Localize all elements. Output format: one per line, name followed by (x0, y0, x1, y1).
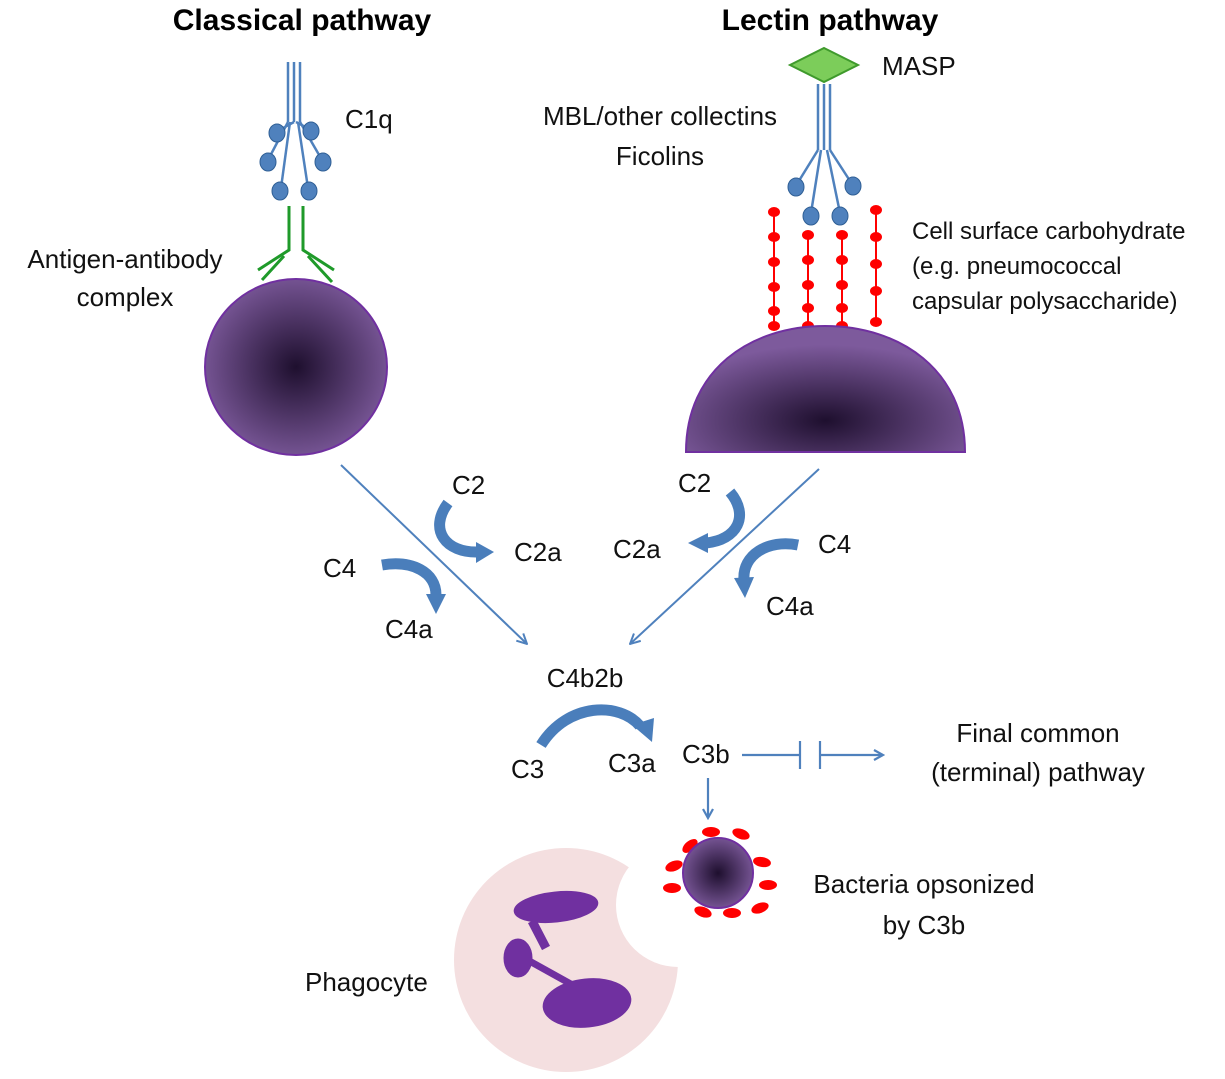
right-c4a-label: C4a (766, 591, 814, 621)
left-c2a-label: C2a (514, 537, 562, 567)
left-c4-label: C4 (323, 553, 356, 583)
c3-curved-arrow-icon (536, 704, 654, 749)
antigen-antibody-label-line1: Antigen-antibody (27, 244, 222, 274)
c3b-label: C3b (682, 739, 730, 769)
classical-pathogen-cell (204, 278, 388, 456)
carbohydrate-label-line1: Cell surface carbohydrate (912, 218, 1185, 245)
classical-to-c4b2b-arrow (340, 464, 527, 644)
carbohydrate-label-line3: capsular polysaccharide) (912, 288, 1177, 315)
mbl-molecule (795, 84, 854, 214)
masp-icon (787, 46, 861, 84)
right-c2a-label: C2a (613, 534, 661, 564)
right-c2-label: C2 (678, 468, 711, 498)
left-c2-curved-arrow-icon (434, 499, 494, 563)
phagocyte-nucleus (503, 890, 632, 1028)
left-c2-label: C2 (452, 470, 485, 500)
carbohydrate-chains (768, 205, 882, 331)
antigen-antibody-label-line2: complex (77, 282, 174, 312)
left-c4a-label: C4a (385, 614, 433, 644)
classical-pathway-title: Classical pathway (173, 4, 432, 37)
lectin-to-c4b2b-arrow (630, 468, 820, 644)
inhibition-arrow (742, 741, 883, 769)
bacteria-label-line1: Bacteria opsonized (813, 869, 1034, 899)
antibody-icon (257, 206, 335, 284)
right-c2-curved-arrow-icon (688, 488, 745, 553)
c4b2b-label: C4b2b (547, 663, 624, 693)
masp-label: MASP (882, 51, 956, 81)
right-c4-curved-arrow-icon (734, 538, 800, 598)
c1q-heads (259, 121, 332, 201)
lectin-pathogen-cell (684, 324, 967, 453)
left-c4-curved-arrow-icon (381, 558, 446, 614)
lectin-pathway-title: Lectin pathway (722, 4, 939, 37)
mbl-label-line2: Ficolins (616, 141, 704, 171)
carbohydrate-label-line2: (e.g. pneumococcal (912, 253, 1121, 280)
opsonized-bacterium (663, 827, 777, 918)
right-c4-label: C4 (818, 529, 851, 559)
phagocyte-label: Phagocyte (305, 967, 428, 997)
final-pathway-label-line2: (terminal) pathway (931, 757, 1145, 787)
c3-label: C3 (511, 754, 544, 784)
mbl-heads (787, 176, 862, 226)
c3a-label: C3a (608, 748, 656, 778)
bacteria-label-line2: by C3b (883, 910, 965, 940)
mbl-label-line1: MBL/other collectins (543, 101, 777, 131)
c1q-molecule (266, 62, 324, 189)
final-pathway-label-line1: Final common (956, 718, 1119, 748)
c1q-label: C1q (345, 104, 393, 134)
